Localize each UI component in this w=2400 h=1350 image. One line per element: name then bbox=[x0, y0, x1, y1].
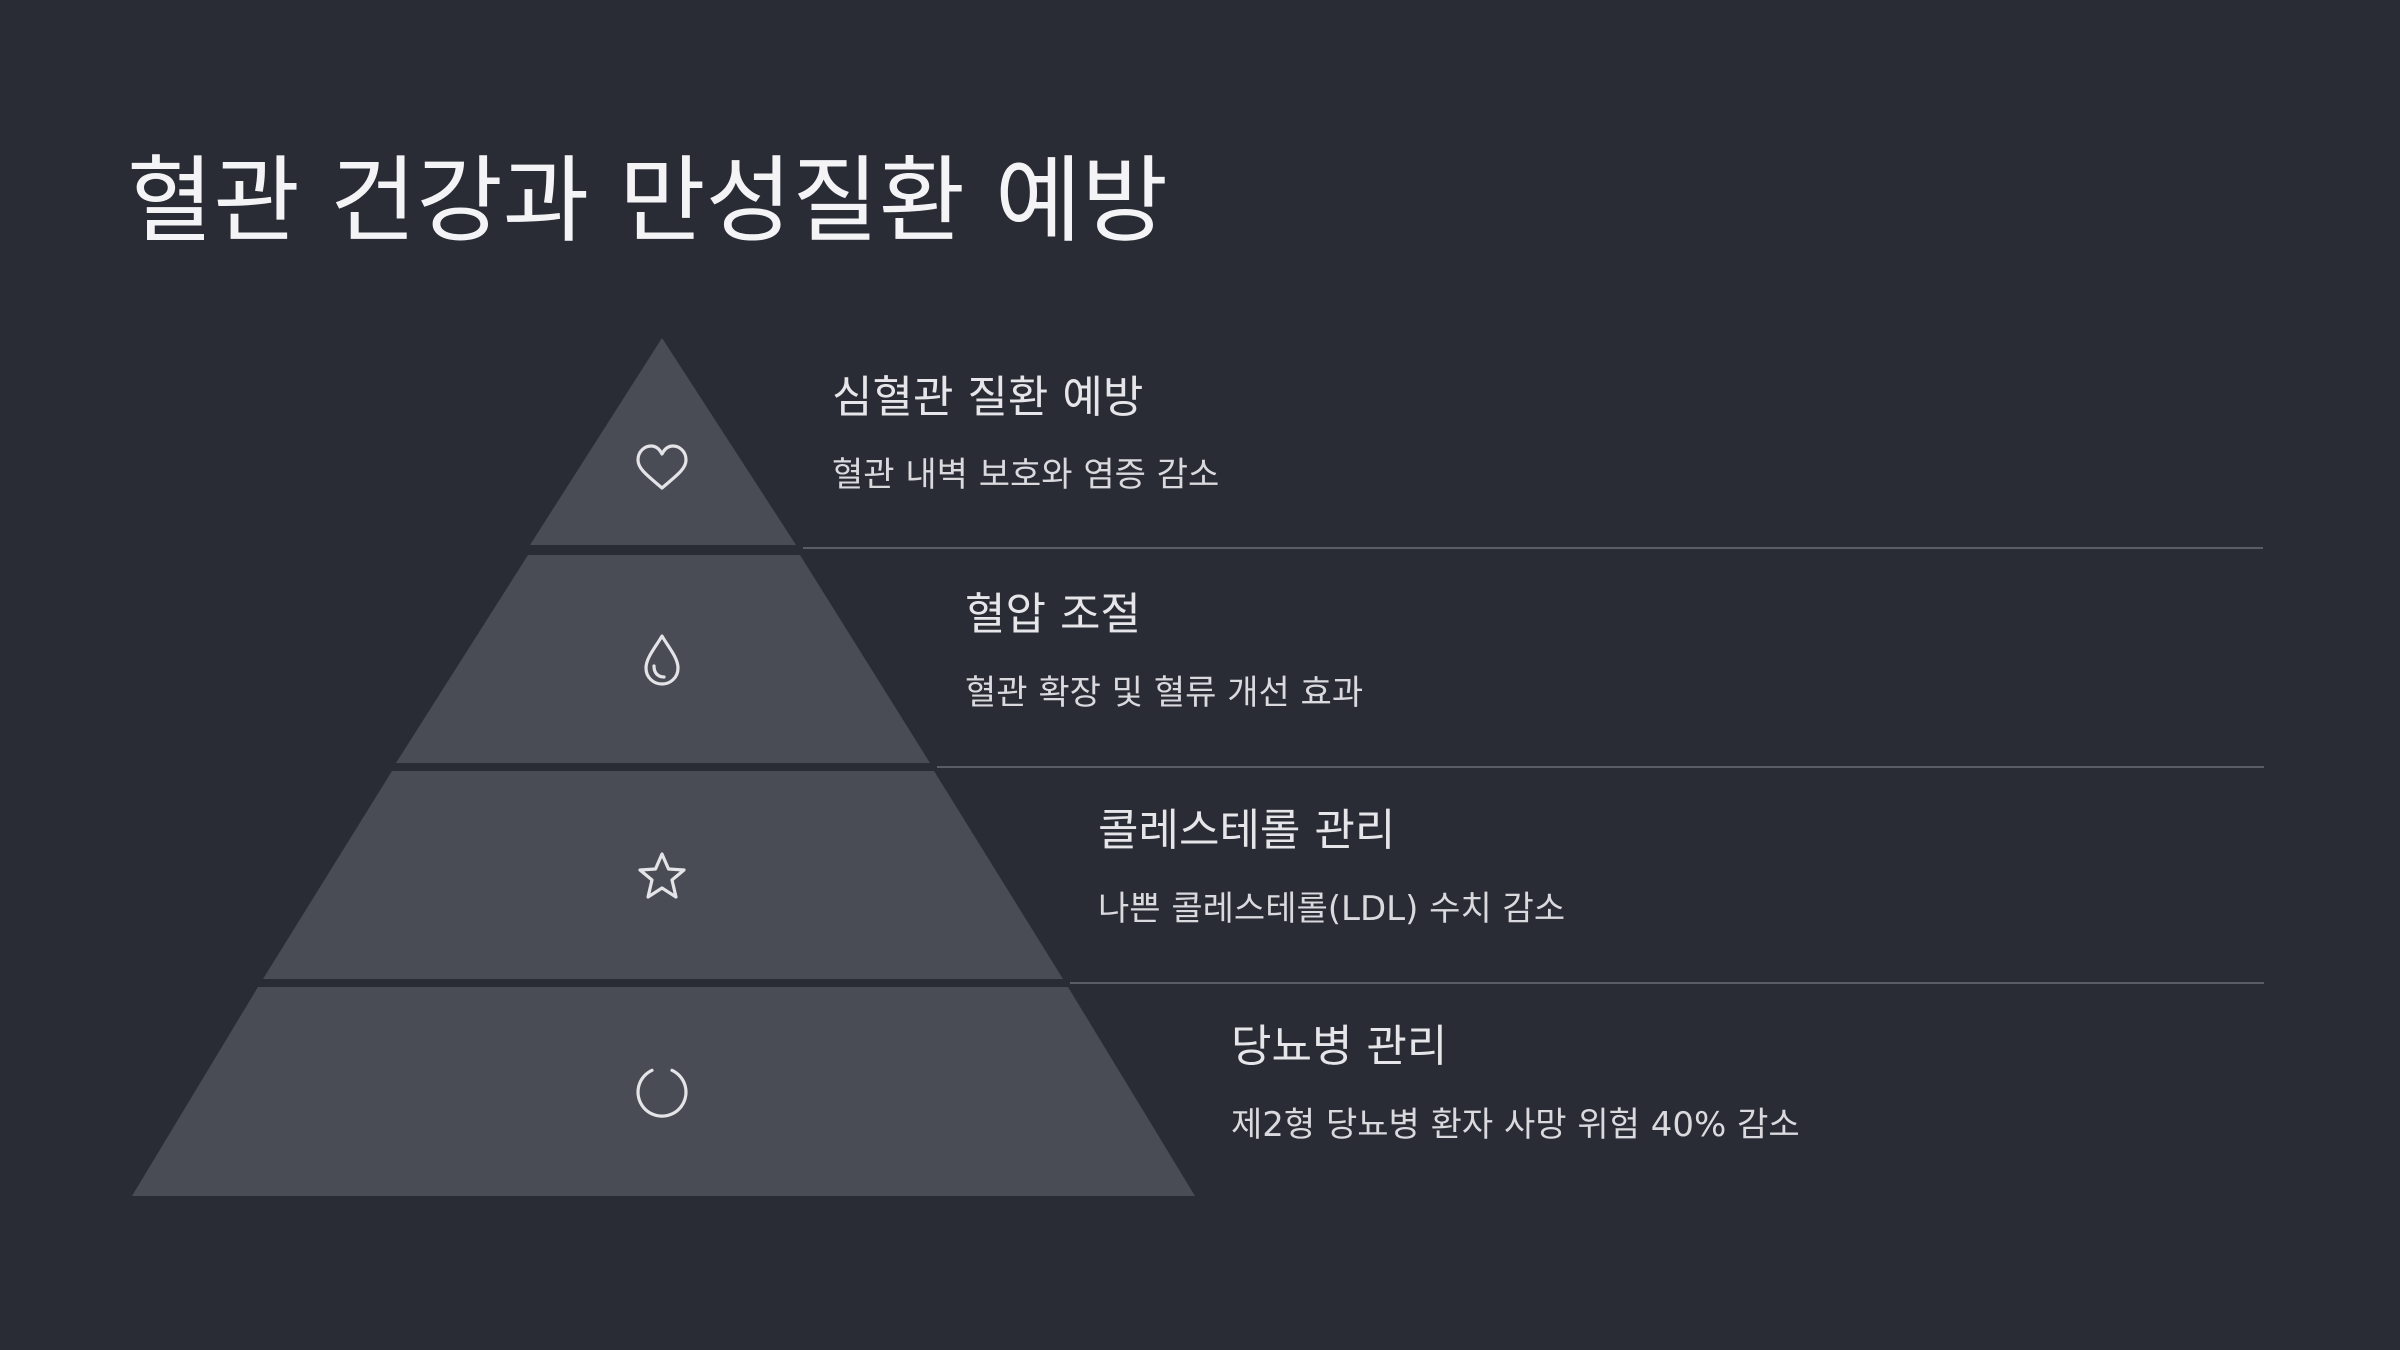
tier-heading-cardiovascular: 심혈관 질환 예방 bbox=[832, 372, 1144, 423]
loading-circle-icon bbox=[636, 1068, 688, 1118]
tier-description-diabetes: 제2형 당뇨병 환자 사망 위험 40% 감소 bbox=[1231, 1105, 1800, 1145]
tier-divider bbox=[1070, 982, 2264, 984]
tier-description-cardiovascular: 혈관 내벽 보호와 염증 감소 bbox=[832, 455, 1220, 495]
tier-heading-cholesterol: 콜레스테롤 관리 bbox=[1098, 805, 1396, 856]
tier-description-blood-pressure: 혈관 확장 및 혈류 개선 효과 bbox=[965, 673, 1364, 713]
tier-divider bbox=[937, 766, 2264, 768]
pyramid-tier-2 bbox=[396, 555, 930, 763]
pyramid-tier-3 bbox=[263, 771, 1063, 979]
tier-divider bbox=[803, 547, 2263, 549]
page-title: 혈관 건강과 만성질환 예방 bbox=[127, 147, 1168, 256]
star-icon bbox=[638, 852, 686, 899]
pyramid-tier-1 bbox=[530, 338, 796, 545]
pyramid-tier-4 bbox=[132, 987, 1195, 1196]
tier-description-cholesterol: 나쁜 콜레스테롤(LDL) 수치 감소 bbox=[1098, 889, 1566, 929]
heart-icon bbox=[636, 444, 688, 490]
tier-heading-diabetes: 당뇨병 관리 bbox=[1231, 1021, 1448, 1072]
tier-heading-blood-pressure: 혈압 조절 bbox=[965, 589, 1141, 640]
water-drop-icon bbox=[644, 634, 680, 686]
